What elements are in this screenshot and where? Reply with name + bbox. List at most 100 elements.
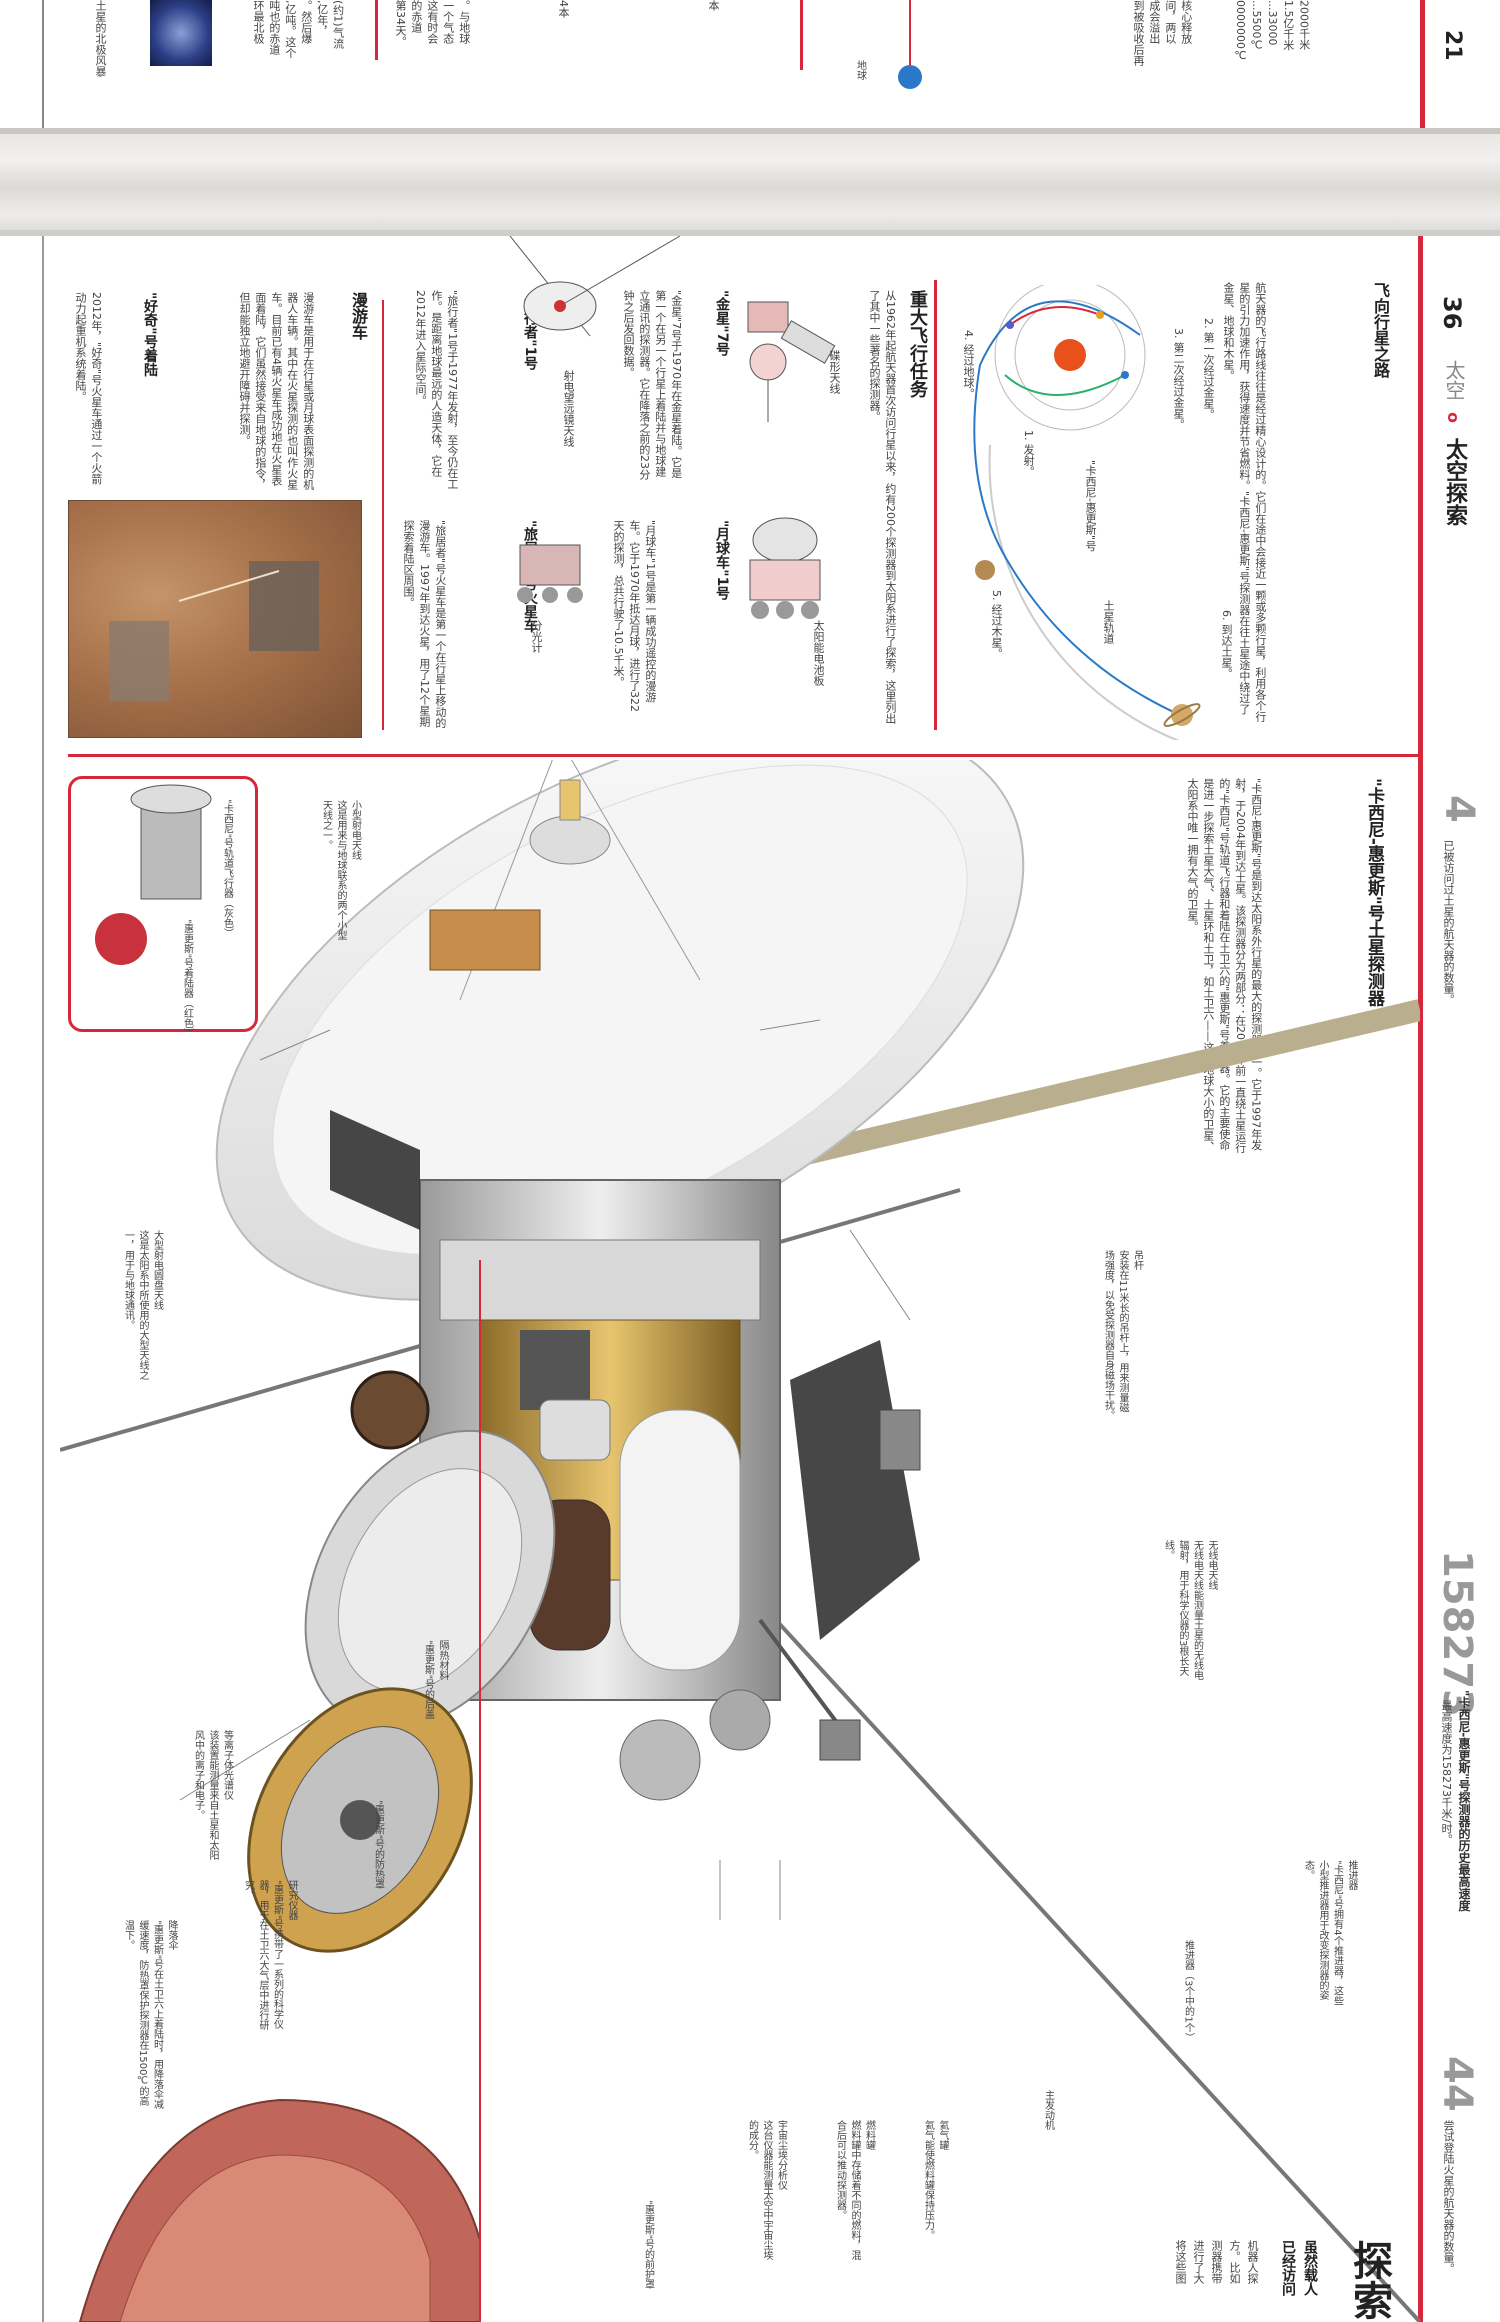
earth-label: 地球	[854, 60, 866, 80]
missions-title: 重大飞行任务	[907, 290, 928, 398]
explore-line-5: 测器携带	[1209, 2240, 1223, 2284]
top-left-rule	[42, 0, 44, 128]
rover-title: 漫游车	[349, 292, 368, 340]
label-boom: 吊杆 安装在11米长的吊杆上，用来测量磁场强度，以免受探测器自身磁场干扰。	[1102, 1250, 1143, 1420]
curiosity-text: 2012年，"好奇"号火星车通过一个火箭动力起重机系统着陆。	[73, 292, 103, 485]
stat-3-text: 尝试登陆火星的航天器的数量。	[1441, 2120, 1455, 2274]
sun-icon	[1054, 339, 1086, 371]
luna-text: "月球车"1号是第一辆成功遥控的漫游车。它于1970年抵达月球，进行了322天的…	[611, 520, 657, 712]
gutter-fold-top	[0, 128, 1500, 134]
explore-line-6: 进行了大	[1191, 2240, 1205, 2284]
lunokhod-illustration	[749, 517, 821, 619]
explore-line-7: 将这些图	[1173, 2240, 1187, 2284]
label-instruments: 研究仪器 "惠更斯"号携带了一系列的科学仪器，用于在土卫六大气层中进行研究。	[242, 1880, 298, 2030]
orbit-label-4: 4. 经过地球。	[961, 330, 975, 399]
orbit-craft-label: "卡西尼-惠更斯"号	[1083, 460, 1097, 552]
sojourner-text: "旅居者"号火星车是第一个在行星上移动的漫游车。1997年到达火星，用了12个星…	[401, 520, 447, 729]
helium-tank	[539, 1399, 611, 1461]
label-antenna: 射电望远镜天线	[561, 370, 575, 447]
voyager-text: "旅行者"1号于1977年发射，至今仍在工作。是距离地球最远的人造天体，它在20…	[413, 290, 459, 490]
mid-orbit-ring	[994, 285, 1146, 431]
label-legs: 推进器（3个中的1个）	[1182, 1940, 1194, 2043]
explore-line-1: 虽然载人	[1302, 2240, 1318, 2296]
left-page-edge	[42, 236, 44, 2322]
stat-1-text: 已被访问过土星的航天器的数量。	[1441, 840, 1455, 1005]
stat-1-number: 4	[1436, 795, 1482, 823]
inner-orbit-ring	[1014, 299, 1126, 411]
fuel-tank	[619, 1409, 741, 1671]
orbit-label-6: 6. 到达土星。	[1219, 610, 1233, 679]
gutter-fold-bottom	[0, 230, 1500, 236]
inset-label-2: "惠更斯"号着陆器（红色）	[181, 919, 193, 1039]
rtg-unit	[350, 1370, 430, 1450]
small-antenna	[529, 815, 611, 865]
label-engine: 主发动机	[1042, 2090, 1054, 2130]
explore-title: 探索	[1346, 2240, 1392, 2320]
orbit-label-5: 5. 经过木星。	[989, 590, 1003, 659]
explore-line-2: 已经访问	[1280, 2240, 1296, 2296]
earth-icon	[898, 65, 922, 89]
luna-title: "月球车"1号	[714, 520, 730, 601]
missions-intro: 从1962年起航天器首次访问行星以来，约有200个探测器到太阳系进行了探索，这里…	[867, 290, 897, 724]
section-separator: o	[1444, 412, 1463, 423]
top-divider	[800, 0, 803, 70]
saturn-icon	[1171, 704, 1193, 726]
curiosity-landing-photo	[68, 500, 362, 738]
jupiter-icon	[975, 560, 995, 580]
stat-2-text: 最高速度为158273千米/时。	[1439, 1700, 1453, 1845]
chapter-title: 太空探索	[1442, 438, 1467, 526]
orbit-label-3: 3. 第二次经过金星。	[1171, 328, 1185, 430]
top-page-number: 21	[1440, 30, 1465, 61]
venera-text: "金星"7号于1970年在金星着陆。它是第一个在另一个行星上着陆并与地球建立通讯…	[621, 290, 683, 480]
inset-lander-icon	[95, 913, 147, 965]
stat-2-number: 158273	[1434, 1550, 1480, 1717]
magnetometer-boom	[777, 999, 1420, 1171]
top-red-rule	[1420, 0, 1425, 128]
voyager-illustration	[509, 236, 681, 337]
top-page: 21 2000千米 1.5亿千米 ...33000 ...5500℃ 00000…	[0, 0, 1500, 128]
label-solar: 太阳能电池板	[811, 620, 825, 686]
sojourner-illustration	[517, 544, 583, 603]
label-huygens-heatshield: "惠更斯"号的防热罩	[372, 1800, 384, 1890]
label-dish: 碟形天线	[827, 350, 841, 394]
sidebar-divider	[934, 280, 937, 730]
label-fuel: 燃料罐 燃料罐中存储着不同的燃料，混合后可以推动探测器。	[834, 2120, 875, 2260]
label-plasma: 等离子体光谱仪 该装置能测量来自土星和太阳风中的离子和电子。	[192, 1730, 233, 1860]
top-photo-caption: 土星的北极风暴	[93, 0, 107, 77]
top-text-col1: 2000千米 1.5亿千米 ...33000 ...5500℃ 0000000℃	[1233, 0, 1311, 62]
top-photo	[150, 0, 212, 66]
top-text-col6: 4本	[556, 0, 570, 18]
top-text-col4: (约1)气流 ,亿年， 。然后爆 ,亿吨。这个 吨也的赤道 环最北极	[251, 0, 345, 59]
label-parachute: 降落伞 "惠更斯"号在土卫六上着陆时，用降落伞减缓速度，防热罩保护探测器在150…	[122, 1920, 178, 2110]
label-thrusters: 推进器 "卡西尼"号拥有4个推进器，这些小型推进器用于改变探测器的姿态。	[1302, 1860, 1358, 2006]
rover-text: 漫游车是用于在行星或月球表面探测的机器人车辆。其中在火星探测的也叫作火星车。目前…	[237, 292, 315, 490]
orbit-label-1: 1. 发射。	[1021, 430, 1035, 477]
top-text-col5: 本	[706, 0, 720, 11]
earth-diagram	[898, 0, 922, 89]
venera-probe-illustration	[747, 301, 836, 422]
orbit-diagram	[973, 285, 1201, 740]
orbit-label-2: 2. 第一次经过金星。	[1201, 318, 1215, 420]
label-radar: 无线电天线 无线电天线能测量土星的无线电辐射，用于科学仪器的3根长天线。	[1162, 1540, 1218, 1680]
cassini-spacecraft	[60, 760, 1420, 2322]
label-big-antenna: 大型射电圆盘天线 这是太阳系中所使用的大型天线之一，用于与地球通讯。	[122, 1230, 163, 1380]
explore-line-4: 方。比如	[1227, 2240, 1241, 2284]
sidebar-frame	[68, 236, 1418, 757]
saturn-orbit-label: 土星轨道	[1101, 600, 1115, 644]
label-helium: 氦气罐 氦气能使燃料罐保持压力。	[922, 2120, 949, 2240]
label-small-antenna: 小型射电天线 这是用来与地球联系的两个小型天线之一。	[320, 800, 361, 940]
sidebar-inner-rule	[382, 300, 384, 730]
top-text-col2: 核心释放 间，两以 成会溢出 到被吸收后再	[1131, 0, 1193, 66]
stat-2-title: "卡西尼-惠更斯"号探测器的历史最高速度	[1457, 1690, 1471, 1912]
inset-orbiter-lander: "卡西尼"号轨道飞行器（灰色） "惠更斯"号着陆器（红色）	[68, 776, 258, 1038]
label-spectrometer: 分光计	[529, 620, 543, 653]
book-gutter	[0, 128, 1500, 236]
stat-3-number: 44	[1434, 2056, 1480, 2112]
top-text-col3: 。与地球 一个气态 这有时会 的赤道 第34天。	[393, 0, 471, 47]
route-text: 航天器的飞行路线往往是经过精心设计的。它们在途中会接近一颗或多颗行星，利用各个行…	[1221, 282, 1267, 722]
label-front: "惠更斯"号的前护罩	[642, 2200, 654, 2290]
curiosity-title: "好奇"号着陆	[142, 292, 158, 377]
inset-label-1: "卡西尼"号轨道飞行器（灰色）	[221, 799, 233, 939]
top-divider-2	[375, 0, 378, 60]
cassini-title: "卡西尼-惠更斯"号土星探测器	[1364, 778, 1384, 1007]
